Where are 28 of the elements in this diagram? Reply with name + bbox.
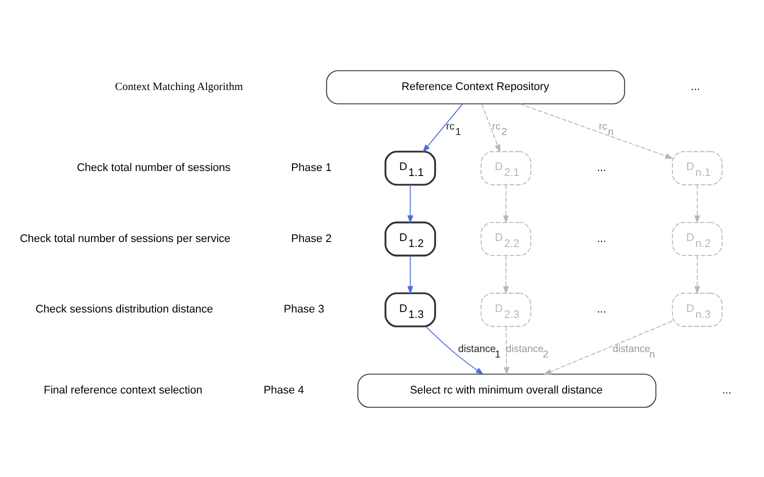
- label: Phase 2: [291, 232, 332, 244]
- label: Check total number of sessions: [76, 162, 231, 174]
- label: ...: [597, 303, 606, 316]
- arrow: [481, 103, 500, 152]
- arrow: [503, 254, 509, 294]
- label: Check total number of sessions per service: [20, 232, 230, 244]
- arrow: [407, 254, 414, 294]
- label: Final reference context selection: [44, 384, 202, 396]
- label: ...: [597, 162, 606, 174]
- label: ...: [722, 384, 732, 396]
- arrow: [407, 184, 414, 224]
- label: Phase 1: [291, 162, 332, 174]
- arrow: [426, 326, 484, 374]
- node-box: Select rc with minimum overall distance: [357, 373, 656, 408]
- arrow: [504, 326, 510, 376]
- label: ...: [690, 80, 700, 93]
- arrow: [543, 320, 673, 374]
- arrow: [422, 103, 463, 152]
- label: Phase 4: [264, 384, 304, 396]
- label: Check sessions distribution distance: [35, 303, 214, 316]
- label: Context Matching Algorithm: [115, 80, 243, 93]
- arrow: [503, 184, 509, 224]
- label: ...: [597, 232, 606, 244]
- arrow: [694, 184, 700, 224]
- node-box: Reference Context Repository: [326, 70, 626, 104]
- arrow: [519, 102, 674, 158]
- label: Phase 3: [284, 303, 324, 316]
- arrow: [694, 254, 700, 294]
